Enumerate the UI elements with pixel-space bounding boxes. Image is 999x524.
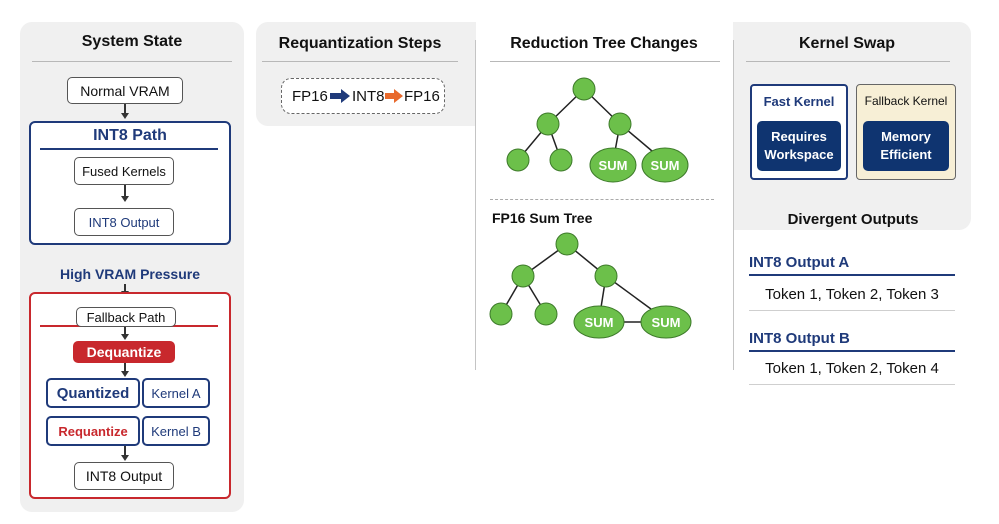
arrow-stem xyxy=(124,185,126,197)
arrow-down-icon xyxy=(121,196,129,202)
output-a-bottom-rule xyxy=(749,310,955,311)
tree-node xyxy=(594,264,618,288)
orange-arrow-icon xyxy=(385,89,403,103)
requantization-title-rule xyxy=(262,61,458,62)
kernel-a-box: Kernel A xyxy=(142,378,210,408)
sum-node xyxy=(589,147,637,183)
fallback-path-box: Fallback Path xyxy=(76,307,176,327)
quantized-box: Quantized xyxy=(46,378,140,408)
requires-workspace-box: Requires Workspace xyxy=(757,121,841,171)
navy-arrow-icon xyxy=(330,89,350,103)
kernel-swap-title: Kernel Swap xyxy=(798,35,896,52)
output-a-label: INT8 Output A xyxy=(749,254,850,271)
arrow-stem xyxy=(124,104,126,114)
int8-output-top-box: INT8 Output xyxy=(74,208,174,236)
tree-separator xyxy=(490,199,714,200)
divider-right xyxy=(733,40,734,370)
arrow-stem xyxy=(124,363,126,372)
output-b-bottom-rule xyxy=(749,384,955,385)
reduction-tree-title: Reduction Tree Changes xyxy=(510,35,698,52)
sum-node xyxy=(640,305,692,339)
output-b-rule xyxy=(749,350,955,352)
arrow-down-icon xyxy=(121,113,129,119)
memory-efficient-box: Memory Efficient xyxy=(863,121,949,171)
tree-node xyxy=(549,148,573,172)
sum-node xyxy=(641,147,689,183)
output-a-rule xyxy=(749,274,955,276)
fast-kernel-label: Fast Kernel xyxy=(763,94,835,109)
output-b-tokens: Token 1, Token 2, Token 4 xyxy=(765,360,939,377)
reduction-tree-bottom: SUM SUM xyxy=(489,232,692,339)
step-fp16-start: FP16 xyxy=(292,88,328,105)
sum-label: SUM xyxy=(599,158,628,173)
step-fp16-end: FP16 xyxy=(404,88,440,105)
sum-label: SUM xyxy=(651,158,680,173)
tree-node xyxy=(489,302,513,326)
fallback-kernel-label: Fallback Kernel xyxy=(864,94,948,108)
requantization-steps-box xyxy=(281,78,445,114)
int8-path-title: INT8 Path xyxy=(93,127,167,144)
arrow-down-icon xyxy=(121,371,129,377)
reduction-tree-top: SUM SUM xyxy=(506,77,689,183)
int8-path-rule xyxy=(40,148,218,150)
fp16-sum-tree-title: FP16 Sum Tree xyxy=(492,210,593,226)
sum-node xyxy=(573,305,625,339)
divergent-outputs-title: Divergent Outputs xyxy=(787,211,919,228)
arrow-stem xyxy=(124,446,126,456)
sum-label: SUM xyxy=(652,315,681,330)
output-b-label: INT8 Output B xyxy=(749,330,850,347)
kernel-b-box: Kernel B xyxy=(142,416,210,446)
reduction-tree-title-rule xyxy=(490,61,720,62)
normal-vram-box: Normal VRAM xyxy=(67,77,183,104)
arrow-stem xyxy=(124,327,126,335)
tree-node xyxy=(506,148,530,172)
system-state-title-rule xyxy=(32,61,232,62)
system-state-title: System State xyxy=(81,33,183,50)
tree-node xyxy=(511,264,535,288)
tree-node xyxy=(572,77,596,101)
tree-node xyxy=(536,112,560,136)
step-int8: INT8 xyxy=(352,88,385,105)
requantize-box: Requantize xyxy=(46,416,140,446)
dequantize-box: Dequantize xyxy=(73,341,175,363)
tree-node xyxy=(534,302,558,326)
fused-kernels-box: Fused Kernels xyxy=(74,157,174,185)
kernel-swap-title-rule xyxy=(746,61,950,62)
arrow-down-icon xyxy=(121,334,129,340)
tree-node xyxy=(608,112,632,136)
arrow-stem xyxy=(124,284,126,292)
tree-node xyxy=(555,232,579,256)
divider-left xyxy=(475,40,476,370)
int8-output-bottom-box: INT8 Output xyxy=(74,462,174,490)
requantization-title: Requantization Steps xyxy=(278,35,442,52)
arrow-down-icon xyxy=(121,455,129,461)
high-vram-pressure-label: High VRAM Pressure xyxy=(59,266,201,282)
output-a-tokens: Token 1, Token 2, Token 3 xyxy=(765,286,939,303)
sum-label: SUM xyxy=(585,315,614,330)
